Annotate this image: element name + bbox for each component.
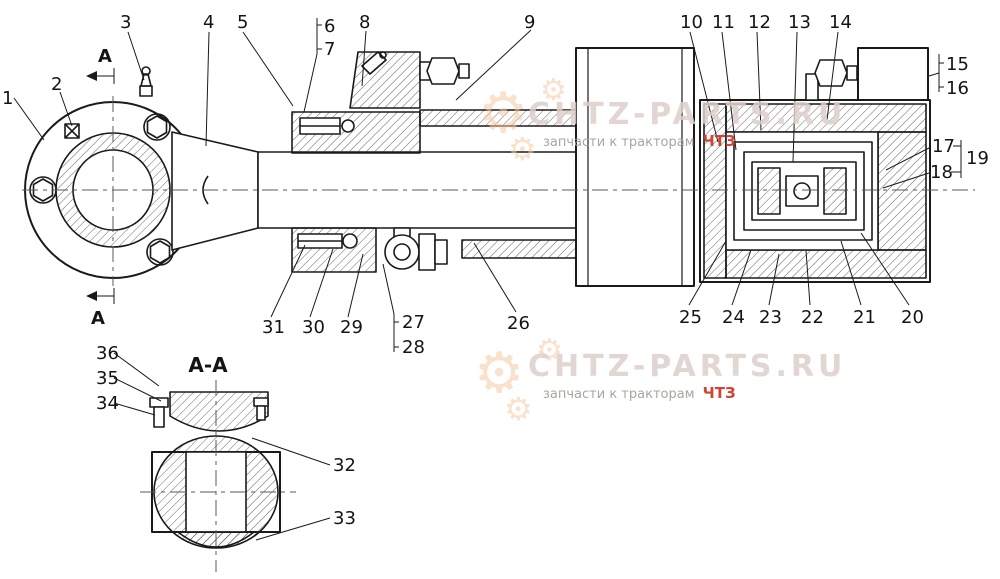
callout-26: 26 bbox=[507, 313, 530, 334]
callout-22: 22 bbox=[801, 307, 824, 328]
callout-1: 1 bbox=[2, 88, 13, 109]
callout-4: 4 bbox=[203, 12, 214, 33]
callout-35: 35 bbox=[96, 368, 119, 389]
callout-15: 15 bbox=[946, 54, 969, 75]
callout-13: 13 bbox=[788, 12, 811, 33]
callout-33: 33 bbox=[333, 508, 356, 529]
callout-5: 5 bbox=[237, 12, 248, 33]
callout-20: 20 bbox=[901, 307, 924, 328]
callout-19: 19 bbox=[966, 148, 989, 169]
callout-11: 11 bbox=[712, 12, 735, 33]
callout-23: 23 bbox=[759, 307, 782, 328]
callout-3: 3 bbox=[120, 12, 131, 33]
section-title: A-A bbox=[188, 353, 228, 377]
cylinder-barrel bbox=[575, 47, 695, 287]
gear-icon: ⚙ bbox=[474, 341, 524, 406]
callout-24: 24 bbox=[722, 307, 745, 328]
watermark-subtitle: запчасти к тракторам ЧТЗ bbox=[543, 383, 736, 402]
watermark-bottom: ⚙ ⚙ ⚙ CHTZ-PARTS.RU запчасти к тракторам… bbox=[474, 333, 846, 428]
callout-9: 9 bbox=[524, 12, 535, 33]
piston-head-assembly bbox=[699, 47, 931, 283]
callout-25: 25 bbox=[679, 307, 702, 328]
callout-30: 30 bbox=[302, 317, 325, 338]
callout-21: 21 bbox=[853, 307, 876, 328]
clevis-arm bbox=[171, 131, 259, 251]
callout-34: 34 bbox=[96, 393, 119, 414]
section-arrow-label-bottom: A bbox=[91, 308, 105, 329]
leader-lines bbox=[13, 18, 962, 541]
gear-icon: ⚙ bbox=[478, 81, 528, 146]
callout-labels: 1 2 3 4 5 6 7 8 9 10 11 12 13 14 15 16 1… bbox=[2, 12, 989, 529]
watermark-title: CHTZ-PARTS.RU bbox=[528, 349, 846, 384]
callout-28: 28 bbox=[402, 337, 425, 358]
watermark-title: CHTZ-PARTS.RU bbox=[528, 97, 846, 132]
gear-icon: ⚙ bbox=[536, 333, 563, 368]
watermark-subtitle: запчасти к тракторам ЧТЗ bbox=[543, 131, 736, 150]
gear-icon: ⚙ bbox=[508, 130, 537, 168]
callout-17: 17 bbox=[932, 136, 955, 157]
section-view-a-a bbox=[149, 391, 281, 549]
callout-36: 36 bbox=[96, 343, 119, 364]
callout-27: 27 bbox=[402, 312, 425, 333]
callout-14: 14 bbox=[829, 12, 852, 33]
watermark-subtitle-text: запчасти к тракторам bbox=[543, 135, 695, 150]
centerlines bbox=[22, 96, 975, 572]
callout-2: 2 bbox=[51, 74, 62, 95]
watermark-top: ⚙ ⚙ ⚙ CHTZ-PARTS.RU запчасти к тракторам… bbox=[478, 73, 846, 168]
watermark-brand: ЧТЗ bbox=[703, 384, 736, 402]
callout-16: 16 bbox=[946, 78, 969, 99]
gear-icon: ⚙ bbox=[540, 73, 567, 108]
callout-6: 6 bbox=[324, 16, 335, 37]
section-arrow-label-top: A bbox=[98, 46, 112, 67]
gear-icon: ⚙ bbox=[504, 390, 533, 428]
gland-assembly-lower bbox=[291, 227, 577, 273]
watermark-brand: ЧТЗ bbox=[703, 132, 736, 150]
callout-8: 8 bbox=[359, 12, 370, 33]
callout-12: 12 bbox=[748, 12, 771, 33]
watermark-subtitle-text: запчасти к тракторам bbox=[543, 387, 695, 402]
callout-18: 18 bbox=[930, 162, 953, 183]
callout-10: 10 bbox=[680, 12, 703, 33]
callout-32: 32 bbox=[333, 455, 356, 476]
gland-assembly-upper bbox=[291, 51, 577, 154]
callout-7: 7 bbox=[324, 39, 335, 60]
callout-31: 31 bbox=[262, 317, 285, 338]
callout-29: 29 bbox=[340, 317, 363, 338]
